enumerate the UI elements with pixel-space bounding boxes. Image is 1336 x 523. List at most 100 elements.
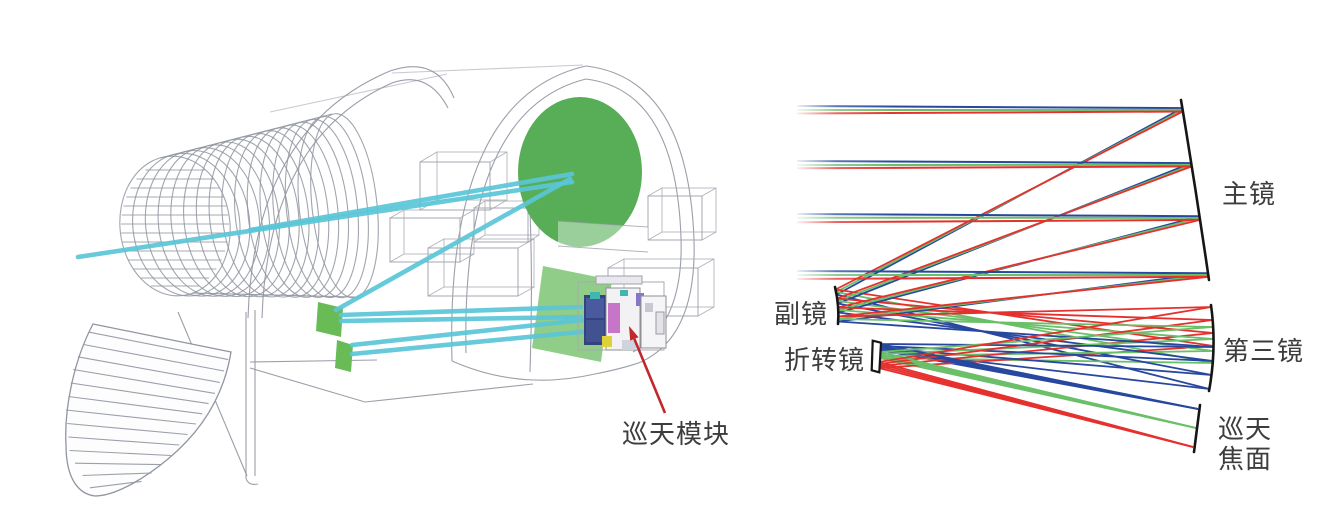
wire-box-edge <box>697 306 715 317</box>
module-part <box>655 311 665 335</box>
flap-stripe <box>82 472 152 477</box>
survey-focal-plane-surface <box>1192 403 1202 454</box>
wire-box-edge <box>489 151 508 163</box>
wire-box-edge <box>459 209 475 219</box>
incoming-ray-red <box>796 218 1201 224</box>
survey-module-pointer-arrow <box>629 326 667 414</box>
flap-stripe <box>83 343 225 372</box>
wire-box-back <box>661 187 717 233</box>
label-tertiary-mirror: 第三镜 <box>1223 337 1304 367</box>
module-part <box>622 340 636 350</box>
primary-mirror-disc <box>518 97 642 247</box>
wire-box-edge <box>647 187 663 197</box>
wire-box-front <box>647 195 703 241</box>
wire-box-edge <box>701 231 717 241</box>
label-survey-focal-plane-line2: 焦面 <box>1218 445 1272 475</box>
module-part <box>590 292 600 299</box>
mirror-surfaces <box>833 98 1215 454</box>
cyan-beam <box>75 179 575 260</box>
secondary-mirror-surface <box>833 285 840 326</box>
wire-box-edge <box>517 286 535 297</box>
primary-to-secondary-ray <box>836 165 1193 300</box>
module-part <box>620 290 628 296</box>
overlap-edge <box>557 220 649 228</box>
label-survey-focal-plane-line1: 巡天 <box>1218 415 1272 445</box>
flap-stripe <box>77 356 220 383</box>
tertiary-mirror-green <box>335 340 353 372</box>
tertiary-to-fold-ray <box>879 343 1214 348</box>
wire-box-back <box>443 238 535 288</box>
wire-box-back <box>436 151 508 201</box>
flap-stripe <box>70 382 209 405</box>
fold-mirror-surface <box>870 339 883 374</box>
hull-outline <box>191 292 356 298</box>
wire-box-edge <box>517 238 535 249</box>
secondary-to-tertiary-ray <box>838 306 1212 318</box>
wire-box-edge <box>459 253 475 263</box>
tertiary-to-fold-ray <box>878 306 1212 363</box>
module-part <box>608 303 620 333</box>
label-fold-mirror: 折转镜 <box>784 346 865 376</box>
flap-stripe <box>89 331 229 361</box>
primary-to-secondary-ray <box>838 275 1209 318</box>
barrel-ring <box>183 141 280 298</box>
module-part <box>636 293 644 306</box>
cyan-beam <box>338 304 584 318</box>
wire-box-front <box>473 207 529 243</box>
tertiary-to-fold-ray <box>879 326 1214 353</box>
hull-outline <box>261 79 449 319</box>
flap-stripe <box>74 462 162 466</box>
tertiary-mirror-surface <box>1207 303 1215 393</box>
wire-box-edge <box>527 234 540 243</box>
secondary-to-tertiary-ray <box>835 288 1214 347</box>
tertiary-to-fold-ray <box>879 338 1214 355</box>
cyan-beam <box>349 317 586 348</box>
wire-box-edge <box>389 253 405 263</box>
primary-to-secondary-ray <box>837 219 1201 309</box>
wire-box-edge <box>647 231 663 241</box>
secondary-to-tertiary-ray <box>838 320 1214 348</box>
module-part <box>602 336 612 347</box>
incoming-ray-red <box>796 110 1183 115</box>
hull-outline <box>247 66 455 319</box>
hull-outline <box>249 359 378 363</box>
incoming-ray-blue <box>796 105 1183 110</box>
overlap-edge <box>557 245 649 253</box>
tertiary-to-fold-ray <box>878 332 1214 367</box>
hull-outline <box>451 65 695 363</box>
hull-outline <box>159 113 333 159</box>
beam-path-cyan-rays <box>75 171 604 357</box>
module-part <box>586 320 604 342</box>
flap-stripe <box>68 395 203 415</box>
hull-outline <box>249 367 534 403</box>
wire-box-edge <box>697 258 715 269</box>
module-part <box>645 303 653 312</box>
sunshade-flap <box>65 323 232 497</box>
module-part <box>586 298 604 318</box>
wire-box-front <box>427 247 519 297</box>
module-part <box>595 275 643 285</box>
flap-stripe <box>73 368 215 394</box>
incoming-ray-red <box>796 275 1209 280</box>
cyan-beam <box>349 327 604 357</box>
wire-box-edge <box>427 238 445 249</box>
wire-box-back <box>403 209 475 255</box>
label-primary-mirror: 主镜 <box>1222 180 1276 210</box>
hull-outline <box>451 360 642 381</box>
tertiary-to-fold-ray <box>878 319 1213 365</box>
wire-box-edge <box>607 258 625 269</box>
fold-to-focal-ray <box>879 343 1199 410</box>
incoming-ray-blue <box>796 160 1192 165</box>
flap-stripe <box>89 480 142 489</box>
secondary-to-tertiary-ray <box>837 297 1214 334</box>
fold-to-focal-ray <box>879 351 1197 429</box>
wire-box-front <box>389 217 461 263</box>
arrow-shaft <box>633 338 667 414</box>
hull-outline <box>391 64 584 74</box>
cyan-beam <box>338 314 584 324</box>
arrow-head <box>629 326 639 341</box>
cyan-beam <box>333 176 573 313</box>
spacecraft-wireframe <box>65 64 717 497</box>
optical-ray-trace <box>796 105 1214 448</box>
